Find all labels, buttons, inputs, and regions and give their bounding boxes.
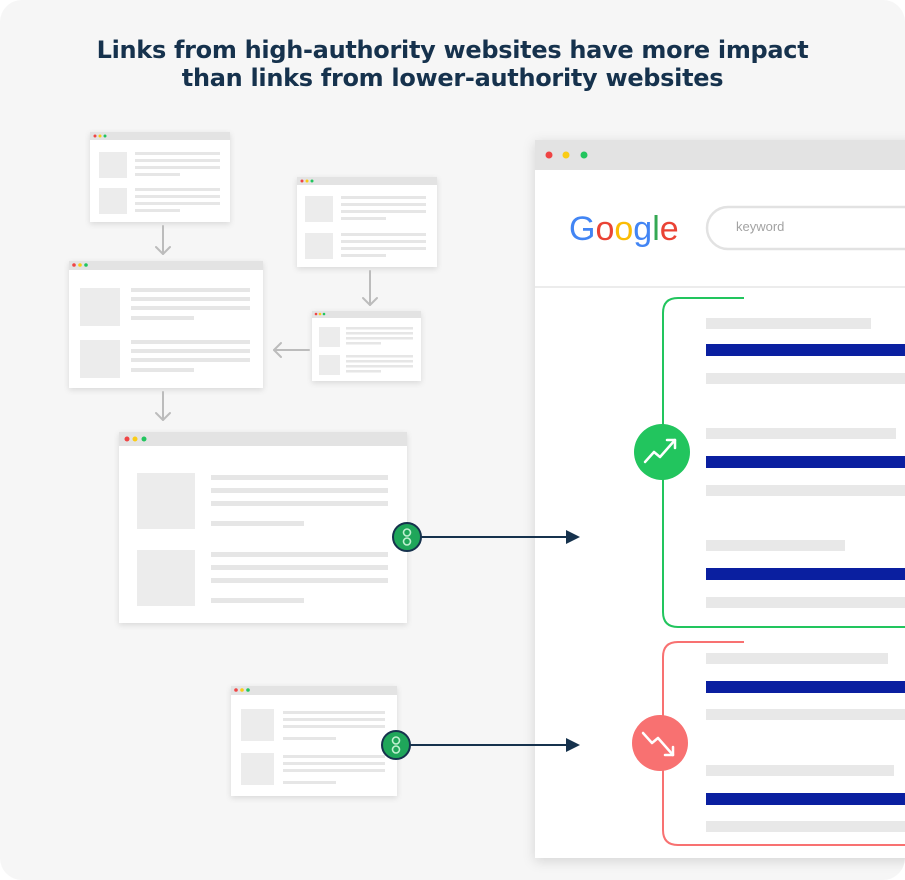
trending-up-icon [634, 424, 690, 480]
website-window-b [297, 177, 437, 267]
result-title-line [706, 344, 905, 356]
arrow-a-to-c [155, 225, 171, 255]
arrow-b-to-d [362, 270, 378, 306]
link-flow-arrows [155, 225, 378, 421]
search-placeholder: keyword [736, 219, 785, 234]
serp-titlebar [535, 140, 905, 170]
low-authority-link-arrow [408, 738, 580, 752]
window-minimize-dot [562, 151, 570, 159]
boosted-results-group [634, 297, 905, 628]
trending-down-icon [632, 715, 688, 771]
window-zoom-dot [580, 151, 588, 159]
lowered-results-group [632, 641, 905, 846]
google-logo-letter: e [660, 210, 679, 248]
arrow-c-to-e [155, 391, 171, 421]
result-title-line [706, 568, 905, 580]
google-logo: Google [569, 210, 679, 248]
high-authority-link-arrow [420, 530, 580, 544]
website-window-c [69, 261, 263, 388]
low-authority-website-window [231, 686, 397, 796]
serp-browser-window: Google [535, 140, 905, 858]
window-close-dot [545, 151, 553, 159]
result-title-line [706, 681, 905, 693]
website-window-a [90, 132, 230, 222]
link-icon [381, 730, 411, 760]
result-title-line [706, 793, 905, 805]
google-logo-letter: l [652, 210, 660, 248]
result-title-line [706, 456, 905, 468]
diagram-title: Links from high-authority websites have … [96, 36, 809, 92]
google-logo-letter: o [595, 210, 614, 248]
arrow-d-to-c [273, 342, 310, 358]
google-logo-letter: o [614, 210, 633, 248]
high-authority-website-window [119, 432, 407, 623]
google-logo-letter: G [569, 210, 595, 248]
search-input[interactable] [705, 205, 905, 251]
link-icon [392, 522, 422, 552]
google-logo-letter: g [633, 210, 652, 248]
website-window-d [312, 311, 421, 381]
